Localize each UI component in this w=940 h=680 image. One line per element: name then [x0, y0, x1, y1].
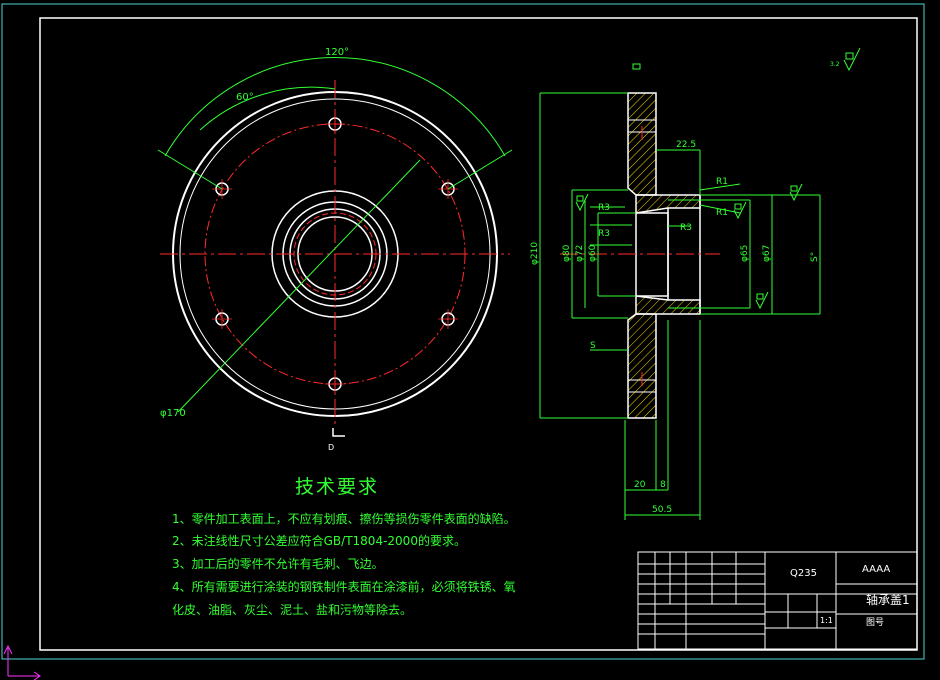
dim-outer-dia: φ210: [530, 242, 540, 265]
flange-plate-upper: [627, 92, 657, 196]
tech-requirement-item-2: 2、未注线性尺寸公差应符合GB/T1804-2000的要求。: [172, 534, 466, 548]
dim-20: 20: [634, 480, 646, 490]
tech-requirement-item-1: 1、零件加工表面上，不应有划痕、擦伤等损伤零件表面的缺陷。: [172, 512, 516, 526]
tech-requirements-title: 技术要求: [295, 476, 380, 498]
dim-8: 8: [660, 480, 666, 490]
angle-dim-60-arc: [199, 86, 336, 131]
dim-d65: φ65: [740, 245, 750, 262]
title-block: [637, 551, 918, 650]
material-value: Q235: [790, 568, 817, 579]
angle-dim-120-arc: [164, 57, 506, 157]
dim-r3-b: R3: [598, 229, 610, 239]
outer-sheet-border: [1, 3, 925, 660]
roughness-symbols: [575, 47, 861, 310]
dim-s-right: S°: [810, 252, 820, 262]
dim-r1-b: R1: [716, 208, 728, 218]
scale-value: 1:1: [820, 616, 833, 625]
dim-d67: φ67: [762, 245, 772, 262]
dim-d80: φ80: [562, 244, 572, 262]
part-name: 轴承盖1: [866, 592, 910, 607]
tech-requirement-item-3: 3、加工后的零件不允许有毛刺、飞边。: [172, 557, 384, 571]
title-block-text: Q235 AAAA 轴承盖1 图号 1:1: [790, 564, 910, 628]
angle-60-label: 60°: [236, 92, 254, 103]
dim-r3-c: R3: [680, 223, 692, 233]
section-mark: [332, 428, 345, 437]
roughness-note: 3.2: [830, 61, 840, 68]
ucs-icon: [3, 644, 41, 680]
flange-plate-lower: [627, 313, 657, 419]
section-mark-label: D: [328, 443, 334, 452]
front-view: 120° 60° φ170 D: [157, 47, 513, 452]
dim-d72: φ72: [575, 245, 585, 262]
tech-requirement-item-4: 4、所有需要进行涂装的钢铁制件表面在涂漆前，必须将铁锈、氧: [172, 580, 516, 594]
dim-s-left: S: [590, 341, 596, 351]
dim-r3-a: R3: [598, 203, 610, 213]
inner-drawing-frame: [39, 17, 918, 651]
drawing-no-label: 图号: [866, 617, 884, 628]
pcd-leader: [177, 159, 421, 413]
section-dimension-lines: [539, 92, 821, 520]
dim-22-5: 22.5: [676, 140, 696, 150]
dim-d60: φ60: [588, 244, 598, 262]
view-mark: [632, 63, 641, 70]
tech-requirement-item-5: 化皮、油脂、灰尘、泥土、盐和污物等除去。: [172, 603, 413, 617]
section-dimension-text: φ210 φ80 φ72 φ60 φ65 φ67 S° 22.5 20 8 50…: [530, 140, 820, 515]
company-name: AAAA: [862, 564, 890, 575]
angle-120-label: 120°: [325, 47, 349, 58]
pcd-label: φ170: [160, 408, 186, 419]
dim-50-5: 50.5: [652, 505, 672, 515]
dim-r1-a: R1: [716, 177, 728, 187]
section-view: φ210 φ80 φ72 φ60 φ65 φ67 S° 22.5 20 8 50…: [530, 47, 861, 520]
